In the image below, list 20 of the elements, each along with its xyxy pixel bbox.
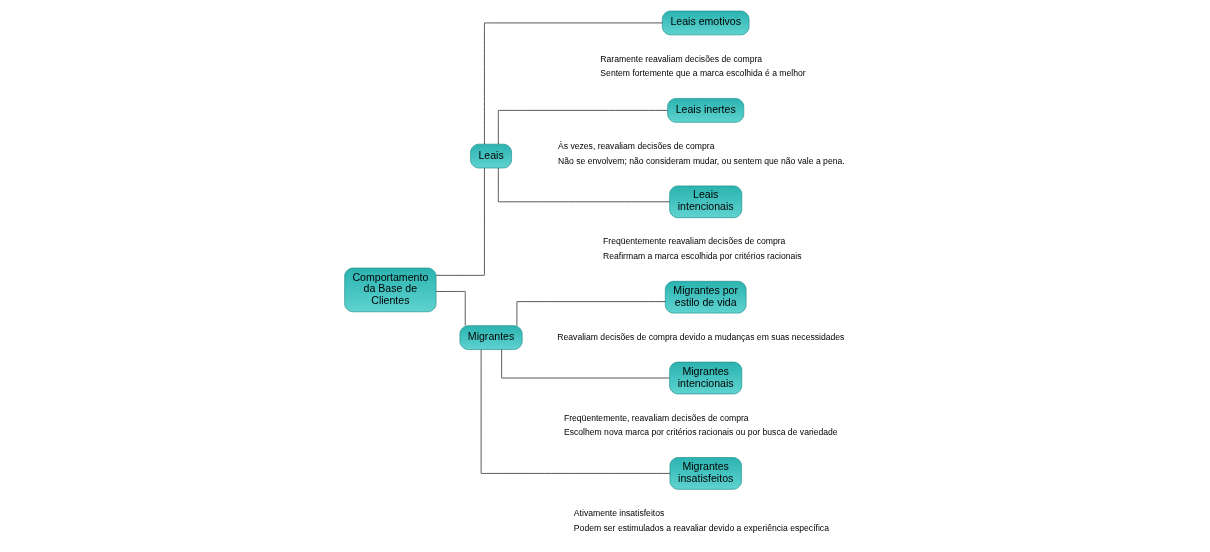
node-label: Freqüentemente reavaliam decisões de compra xyxy=(603,236,786,247)
node-label: Sentem fortemente que a marca escolhida é a melhor xyxy=(600,68,806,79)
node-box: Leais emotivos xyxy=(661,10,750,36)
node-box: Migrantes intencionais xyxy=(669,361,743,395)
node-label: Podem ser estimulados a reavaliar devido a experiência específica xyxy=(573,522,829,533)
node-label: Não se envolvem; não consideram mudar, ou sentem que não vale a pena. xyxy=(557,155,845,166)
node-box: Migrantes insatisfeitos xyxy=(669,457,742,490)
node-label: Escolhem nova marca por critérios racionais ou por busca de variedade xyxy=(563,427,838,438)
node-label: Ativamente insatisfeitos xyxy=(573,508,665,519)
node-label: Raramente reavaliam decisões de compra xyxy=(600,53,763,64)
node-box: Migrantes por estilo de vida xyxy=(664,280,747,314)
node-box: Leais inertes xyxy=(667,98,745,123)
node-box: Comportamento da Base de Clientes xyxy=(344,267,437,313)
node-box: Migrantes xyxy=(459,325,523,350)
node-label: Reafirmam a marca escolhida por critérios racionais xyxy=(603,251,802,262)
node-label: Freqüentemente, reavaliam decisões de compra xyxy=(563,412,749,423)
node-label: Reavaliam decisões de compra devido a mudanças em suas necessidades xyxy=(557,331,845,342)
node-label: Às vezes, reavaliam decisões de compra xyxy=(557,141,715,152)
node-box: Leais intencionais xyxy=(669,185,743,219)
node-box: Leais xyxy=(470,143,512,169)
